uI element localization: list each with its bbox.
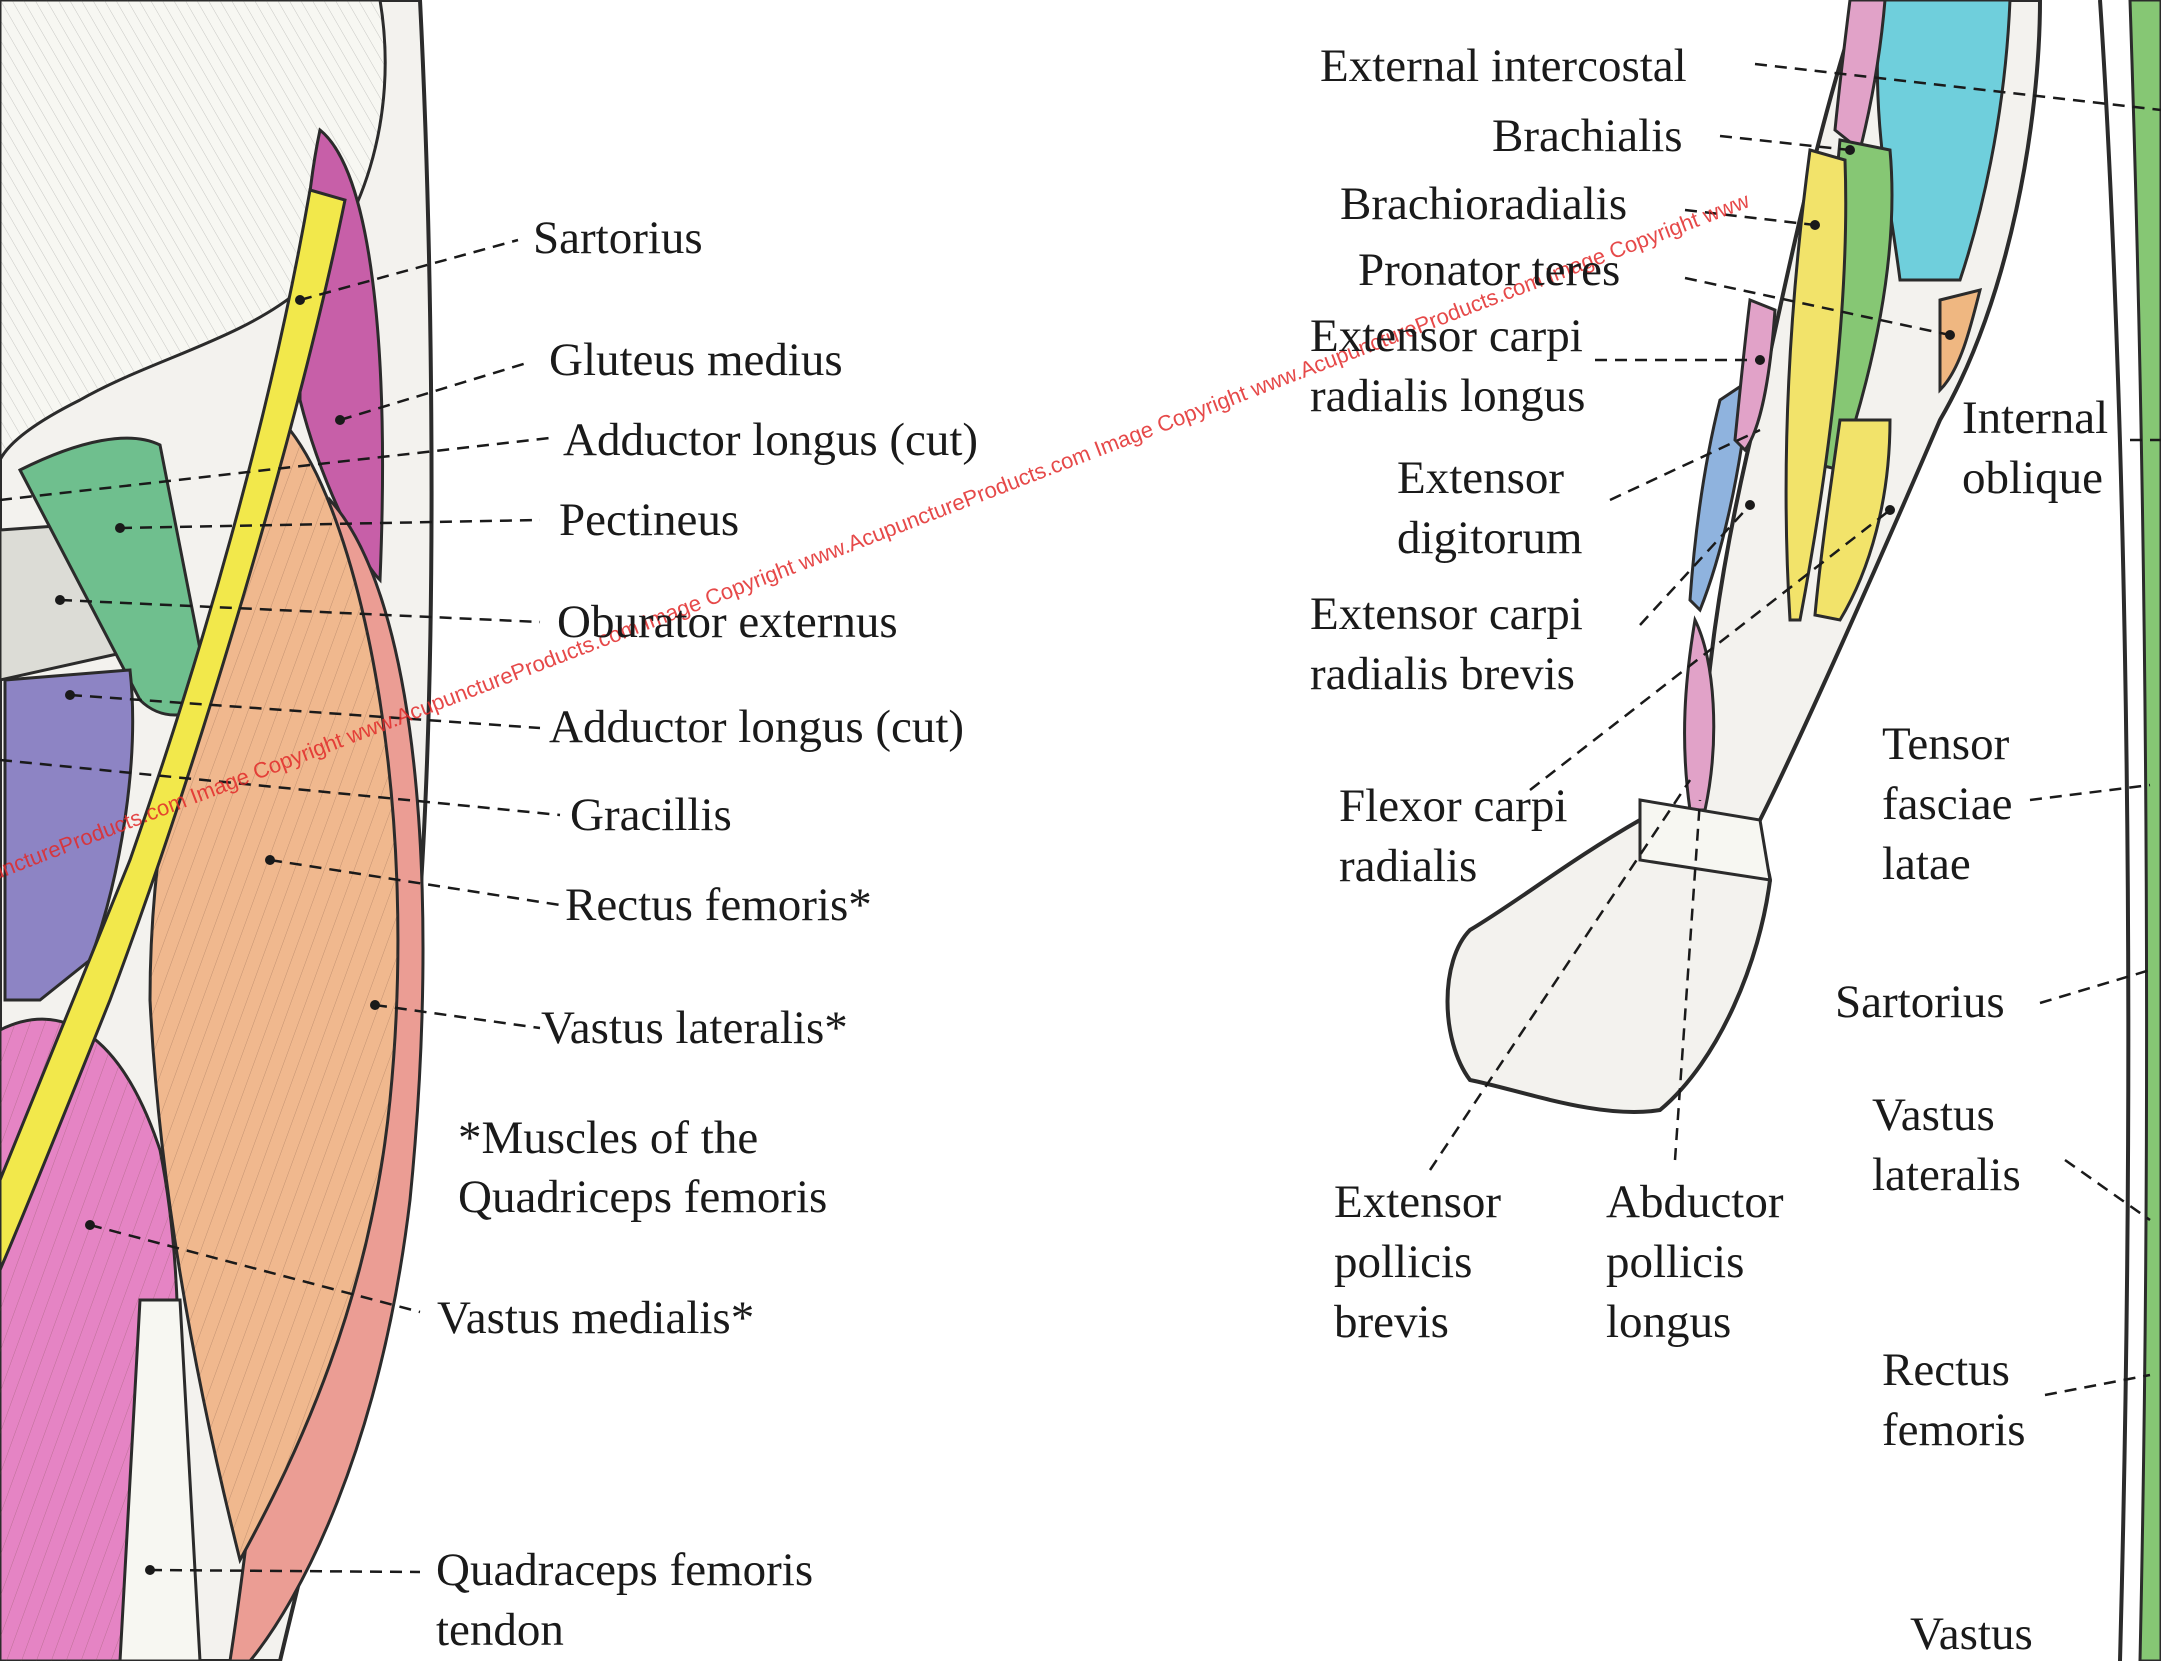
leader-gluteus <box>339 360 531 422</box>
label-tfl-1: Tensor <box>1882 718 2010 770</box>
right-torso-muscles <box>2128 0 2161 1661</box>
label-brachialis: Brachialis <box>1492 110 1683 162</box>
label-obturator-externus: Oburator externus <box>557 596 898 648</box>
leader-fcr <box>1529 509 1891 791</box>
label-vastus-lateralis: Vastus lateralis* <box>541 1002 848 1054</box>
leader-vastus-lat-r <box>2064 1158 2151 1222</box>
dot-fcr <box>1885 505 1895 515</box>
label-ecrb-2: radialis brevis <box>1310 648 1575 700</box>
label-vastus-lateralis-right-2: lateralis <box>1872 1149 2021 1201</box>
label-extensor-digitorum-2: digitorum <box>1397 512 1583 564</box>
dot-vastus-lat <box>370 1000 380 1010</box>
label-fcr-1: Flexor carpi <box>1339 780 1568 832</box>
leader-intercostal <box>1754 62 2161 112</box>
label-pectineus: Pectineus <box>559 494 740 546</box>
label-adductor-longus-2: Adductor longus (cut) <box>549 701 965 753</box>
label-quadriceps-note-2: Quadriceps femoris <box>458 1171 828 1223</box>
label-external-intercostal: External intercostal <box>1320 40 1687 92</box>
label-extensor-digitorum-1: Extensor <box>1397 452 1565 504</box>
label-quadriceps-note-1: *Muscles of the <box>458 1112 759 1164</box>
label-apl-2: pollicis <box>1606 1236 1745 1288</box>
dot-pectineus <box>115 523 125 533</box>
leader-brachioradialis <box>1684 208 1816 227</box>
label-fcr-2: radialis <box>1339 840 1478 892</box>
dot-sartorius <box>295 295 305 305</box>
arm-figure <box>1445 0 2161 1661</box>
leader-obturator <box>59 598 541 624</box>
label-quad-tendon-1: Quadraceps femoris <box>436 1544 814 1596</box>
leader-ecrb <box>1639 504 1751 626</box>
dot-adductor-2 <box>65 690 75 700</box>
label-vastus-bottom: Vastus <box>1910 1608 2033 1660</box>
dot-brachioradialis <box>1810 220 1820 230</box>
label-apl-3: longus <box>1606 1296 1732 1348</box>
label-ecrl-1: Extensor carpi <box>1310 310 1583 362</box>
leader-gracilis <box>0 758 561 817</box>
leader-tendon <box>149 1568 421 1574</box>
label-vastus-lateralis-right-1: Vastus <box>1872 1089 1995 1141</box>
label-rectus-femoris-right-1: Rectus <box>1882 1344 2010 1396</box>
dot-vastus-med <box>85 1220 95 1230</box>
label-epb-2: pollicis <box>1334 1236 1473 1288</box>
pronator-orange <box>1938 287 1983 394</box>
label-sartorius-right: Sartorius <box>1835 976 2005 1028</box>
dot-ext-dig <box>1745 500 1755 510</box>
label-internal-oblique-2: oblique <box>1962 452 2103 504</box>
label-vastus-medialis: Vastus medialis* <box>437 1292 755 1344</box>
label-ecrb-1: Extensor carpi <box>1310 588 1583 640</box>
leader-brachialis <box>1719 134 1851 152</box>
dot-obturator <box>55 595 65 605</box>
leader-adductor-1 <box>0 436 551 502</box>
leader-sartorius-r <box>2039 968 2151 1005</box>
dot-gluteus <box>335 415 345 425</box>
label-epb-1: Extensor <box>1334 1176 1502 1228</box>
pectineus-muscle <box>17 436 212 717</box>
label-rectus-femoris-right-2: femoris <box>1882 1404 2026 1456</box>
dot-tendon <box>145 1565 155 1575</box>
upper-arm-cyan <box>1875 0 2012 282</box>
leader-vastus-lat <box>374 1003 541 1030</box>
label-sartorius: Sartorius <box>533 212 703 264</box>
leader-ext-dig <box>1609 428 1761 502</box>
wrist-band <box>1638 798 1772 882</box>
leader-vastus-med <box>89 1223 421 1314</box>
ecrl-pink-strip <box>1733 297 1777 453</box>
ecrl-yellow <box>1784 148 1848 622</box>
leader-rectus-r <box>2044 1373 2151 1397</box>
leader-apl <box>1673 799 1702 1161</box>
label-ecrl-2: radialis longus <box>1310 370 1586 422</box>
label-internal-oblique-1: Internal <box>1962 392 2109 444</box>
dot-rectus <box>265 855 275 865</box>
label-adductor-longus-1: Adductor longus (cut) <box>563 414 979 466</box>
label-rectus-femoris: Rectus femoris* <box>565 879 872 931</box>
label-epb-3: brevis <box>1334 1296 1449 1348</box>
label-gracilis: Gracillis <box>570 789 732 841</box>
pelvis-shading <box>0 0 386 460</box>
thigh-figure <box>0 0 434 1661</box>
dot-brachialis <box>1845 145 1855 155</box>
leader-sartorius <box>299 238 519 302</box>
leader-pectineus <box>119 518 541 530</box>
leader-epb <box>1428 779 1692 1171</box>
leader-tfl <box>2029 783 2151 802</box>
dot-ecrl <box>1755 355 1765 365</box>
label-quad-tendon-2: tendon <box>436 1604 564 1656</box>
label-apl-1: Abductor <box>1606 1176 1784 1228</box>
leader-lines <box>0 62 2161 1574</box>
sartorius-muscle <box>0 188 347 1271</box>
leader-pronator <box>1684 276 1951 337</box>
label-gluteus-medius: Gluteus medius <box>549 334 843 386</box>
forearm-yellow-lower <box>1813 418 1892 622</box>
right-torso-edge <box>2098 0 2131 1661</box>
label-tfl-3: latae <box>1882 838 1971 890</box>
dot-pronator <box>1945 330 1955 340</box>
leader-rectus <box>269 858 561 907</box>
label-brachioradialis: Brachioradialis <box>1340 178 1628 230</box>
leader-dots <box>55 145 1955 1575</box>
label-tfl-2: fasciae <box>1882 778 2013 830</box>
label-pronator-teres: Pronator teres <box>1358 244 1621 296</box>
